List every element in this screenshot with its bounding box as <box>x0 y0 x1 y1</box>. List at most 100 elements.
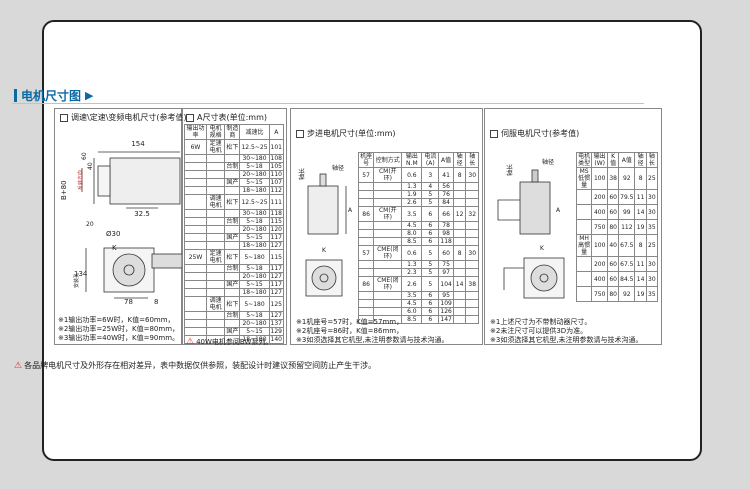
table-cell <box>357 299 375 308</box>
table-cell: 92 <box>618 286 636 302</box>
table-cell: 19 <box>634 219 647 235</box>
table-cell: 调速电机 <box>205 194 226 210</box>
table-cell: 111 <box>268 194 285 210</box>
table-cell: 137 <box>268 319 285 328</box>
table-cell: 125 <box>268 296 285 312</box>
table-cell: 107 <box>268 178 285 187</box>
table-cell: 3.5 <box>401 291 423 300</box>
table-cell: 5~18 <box>239 217 270 226</box>
title-divider <box>12 103 644 104</box>
table-cell: 5~18 <box>239 162 270 171</box>
table-cell <box>373 190 403 199</box>
table-cell: 6 <box>421 221 440 230</box>
table-cell: 110 <box>268 170 285 179</box>
table-cell: 25W <box>184 249 207 265</box>
table-cell <box>452 315 467 324</box>
dim-134: 134 <box>74 270 88 278</box>
table-cell <box>205 241 226 250</box>
table-cell <box>224 154 241 163</box>
table-cell: 5 <box>421 245 440 261</box>
table-cell <box>357 229 375 238</box>
table-cell: CM(开环) <box>373 206 403 222</box>
table-cell: 76 <box>438 190 454 199</box>
table-cell: 95 <box>438 291 454 300</box>
table-cell: 30 <box>645 204 659 220</box>
table-cell <box>205 170 226 179</box>
table-header: 输出(W) <box>591 152 609 168</box>
table-cell: 38 <box>465 276 479 292</box>
table-cell: 126 <box>438 307 454 316</box>
table-header: K值 <box>607 152 620 168</box>
table-cell: 86 <box>357 276 375 292</box>
table-cell: 60 <box>438 245 454 261</box>
table-cell <box>184 154 207 163</box>
panel3-header: 步进电机尺寸(单位:mm) <box>296 128 396 139</box>
table-cell <box>452 229 467 238</box>
panel-stepper <box>290 108 483 345</box>
table-cell: 11 <box>634 189 647 205</box>
table-cell: CME(闭环) <box>373 276 403 292</box>
table-cell: 8 <box>634 167 647 190</box>
table-cell: 20~180 <box>239 319 270 328</box>
table-cell <box>357 260 375 269</box>
table-cell: 台制 <box>224 311 241 320</box>
table-header: 输出N.M <box>401 152 423 168</box>
table-cell: 18~180 <box>239 186 270 195</box>
table-cell <box>184 170 207 179</box>
table-cell <box>205 319 226 328</box>
square-icon <box>60 113 68 122</box>
table-cell <box>205 225 226 234</box>
table-cell: 112 <box>268 186 285 195</box>
table-cell <box>373 307 403 316</box>
table-cell: 147 <box>438 315 454 324</box>
label-reverse: 反转方向 <box>77 170 84 190</box>
table-cell <box>224 241 241 250</box>
table-cell <box>575 189 593 205</box>
table-cell: 4.5 <box>401 299 423 308</box>
dim-40: 40 <box>87 162 94 170</box>
table-cell: 5~180 <box>239 249 270 265</box>
table-cell: 25 <box>645 234 659 257</box>
table-header: 轴长 <box>465 152 479 168</box>
table-cell: 国产 <box>224 280 241 289</box>
table-cell <box>452 291 467 300</box>
table-cell <box>465 307 479 316</box>
table-cell <box>205 178 226 187</box>
stepper-a-label: A <box>348 207 353 214</box>
notes-panel3: ※1机座号=57时，K值=57mm， ※2机座号=86时，K值=86mm， ※3… <box>296 318 449 344</box>
table-header: 电机类型 <box>575 152 593 168</box>
table-cell: 11 <box>634 256 647 272</box>
table-cell <box>224 335 241 344</box>
table-cell: 5 <box>421 198 440 207</box>
table-cell: 5~15 <box>239 280 270 289</box>
table-cell <box>184 272 207 281</box>
table-cell: 6 <box>421 229 440 238</box>
table-cell <box>184 178 207 187</box>
table-cell: 1.3 <box>401 260 423 269</box>
section-title: 电机尺寸图 ▶ <box>14 87 93 104</box>
table-cell: 5 <box>421 190 440 199</box>
dim-d30: Ø30 <box>106 230 120 238</box>
table-cell <box>575 219 593 235</box>
table-cell: 200 <box>591 189 609 205</box>
table-cell: 35 <box>645 286 659 302</box>
table-cell <box>373 237 403 246</box>
table-cell: 127 <box>268 241 285 250</box>
table-cell <box>575 204 593 220</box>
table-cell: 19 <box>634 286 647 302</box>
table-header: 电机规格 <box>205 124 226 140</box>
